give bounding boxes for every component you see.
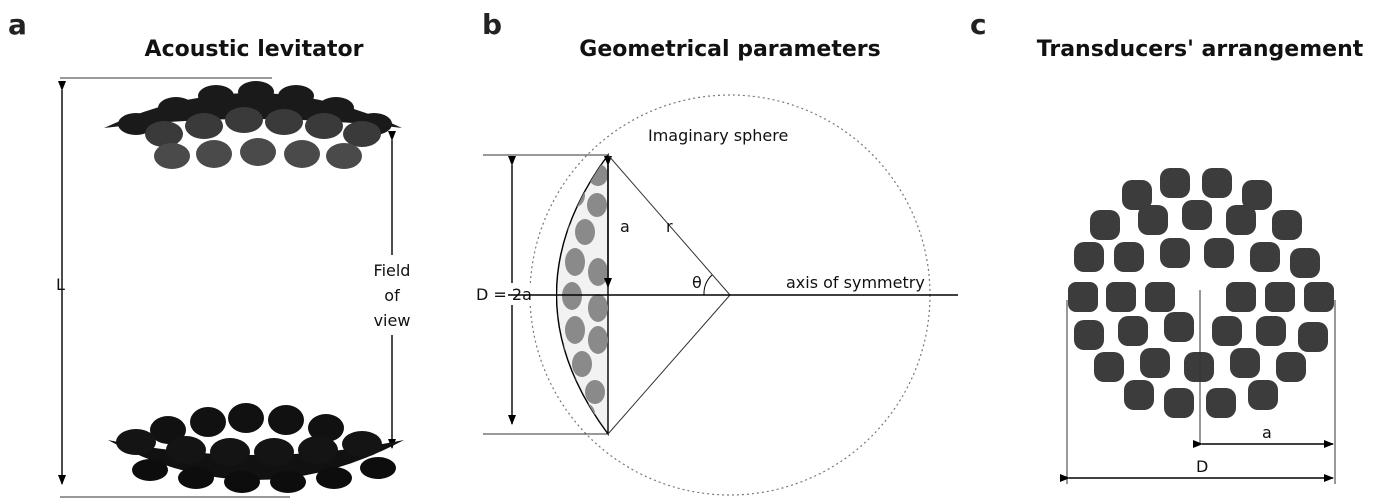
bottom-array-rim xyxy=(108,440,404,480)
top-array-ring-2 xyxy=(145,107,381,147)
radius-line-bottom xyxy=(607,294,731,435)
panel-c: c Transducers' arrangement xyxy=(970,8,1364,484)
panel-title-a: Acoustic levitator xyxy=(145,37,364,62)
label-a-c: a xyxy=(1262,423,1272,442)
panel-letter-c: c xyxy=(970,8,987,41)
radius-line-top xyxy=(607,154,731,296)
top-array-ring-3 xyxy=(154,138,362,169)
field-of-view-label-3: view xyxy=(374,311,411,330)
label-theta: θ xyxy=(692,273,702,292)
bottom-array-ring-1 xyxy=(150,403,344,444)
label-L: L xyxy=(56,275,65,294)
label-a: a xyxy=(620,217,630,236)
axis-of-symmetry-label: axis of symmetry xyxy=(786,273,925,292)
transducer-grid xyxy=(1068,168,1334,418)
imaginary-sphere-label: Imaginary sphere xyxy=(648,126,788,145)
label-r: r xyxy=(666,217,673,236)
panel-b: b Geometrical parameters Imaginary spher… xyxy=(474,8,958,496)
panel-title-c: Transducers' arrangement xyxy=(1037,37,1364,62)
bottom-transducer-array xyxy=(108,403,404,493)
panel-title-b: Geometrical parameters xyxy=(579,37,880,62)
panel-letter-b: b xyxy=(482,8,502,41)
bottom-array-ring-3 xyxy=(132,457,396,493)
bottom-array-ring-2 xyxy=(116,429,382,466)
label-D-c: D xyxy=(1196,457,1208,476)
diameter-label-bg xyxy=(474,283,556,305)
panel-a: a Acoustic levitator L Field of view xyxy=(8,8,424,498)
field-of-view-label-2: of xyxy=(384,286,400,305)
field-of-view-label-bg xyxy=(360,255,424,335)
panel-letter-a: a xyxy=(8,8,27,41)
top-transducer-array xyxy=(104,81,402,169)
field-of-view-label-1: Field xyxy=(374,261,411,280)
theta-arc xyxy=(703,274,713,296)
top-array-ring-1 xyxy=(118,81,392,135)
label-D-2a: D = 2a xyxy=(476,285,532,304)
